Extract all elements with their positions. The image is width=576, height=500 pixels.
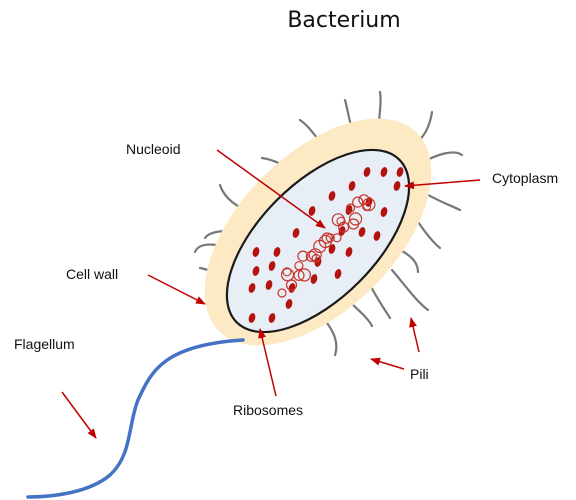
pilus [370, 285, 390, 318]
pilus [400, 250, 418, 272]
label-ribosomes: Ribosomes [233, 402, 303, 418]
pili-arrow-upper [411, 318, 419, 352]
label-cell-wall: Cell wall [66, 266, 118, 282]
label-flagellum: Flagellum [14, 336, 75, 352]
pilus [392, 270, 428, 310]
flagellum [28, 340, 243, 497]
cell-wall-arrow [148, 275, 205, 304]
label-pili: Pili [410, 366, 429, 382]
label-cytoplasm: Cytoplasm [492, 170, 558, 186]
label-nucleoid: Nucleoid [126, 141, 180, 157]
pili-arrow-lower [371, 359, 404, 369]
flagellum-arrow [62, 392, 96, 438]
